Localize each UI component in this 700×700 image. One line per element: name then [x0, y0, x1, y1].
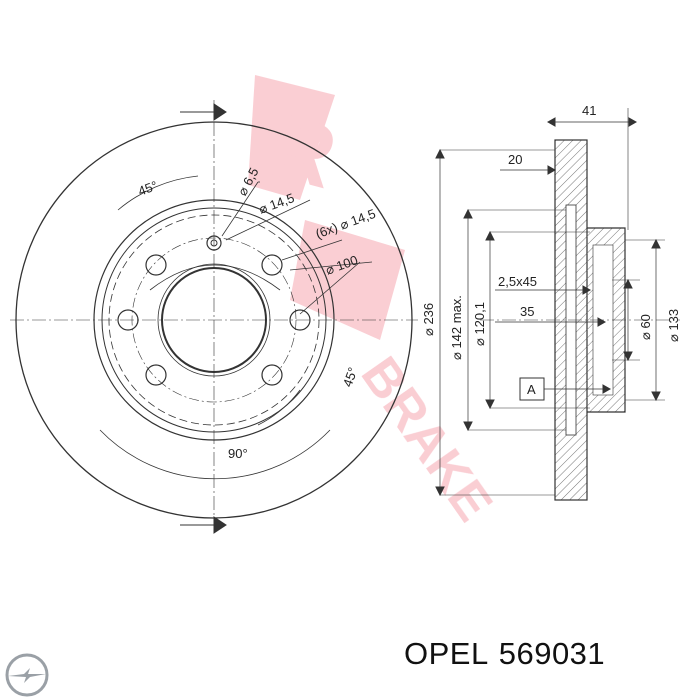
part-caption: OPEL 569031 [404, 636, 615, 672]
chamfer-label: 2,5x45 [498, 274, 537, 289]
diam-max-label: ⌀ 142 max. [449, 295, 464, 360]
brand-label: OPEL [404, 636, 489, 671]
watermark: R BRAKE [248, 75, 503, 532]
angle-bottom-label: 90° [228, 446, 248, 461]
diam-outer-label: ⌀ 236 [421, 303, 436, 336]
diam-hub-label: ⌀ 60 [638, 314, 653, 340]
front-view [10, 100, 418, 534]
side-view [435, 108, 680, 501]
angle-top-label: 45° [136, 178, 160, 199]
width-inner-label: 20 [508, 152, 522, 167]
datum-label: A [527, 382, 536, 397]
width-total-label: 41 [582, 103, 596, 118]
diam-hat-label: ⌀ 133 [666, 309, 681, 342]
bolt-holes [117, 254, 311, 386]
diam-center-label: ⌀ 120,1 [472, 302, 487, 346]
opel-logo-icon [5, 653, 49, 697]
depth-label: 35 [520, 304, 534, 319]
part-number: 569031 [498, 636, 606, 671]
angle-right-label: 45° [340, 365, 361, 389]
